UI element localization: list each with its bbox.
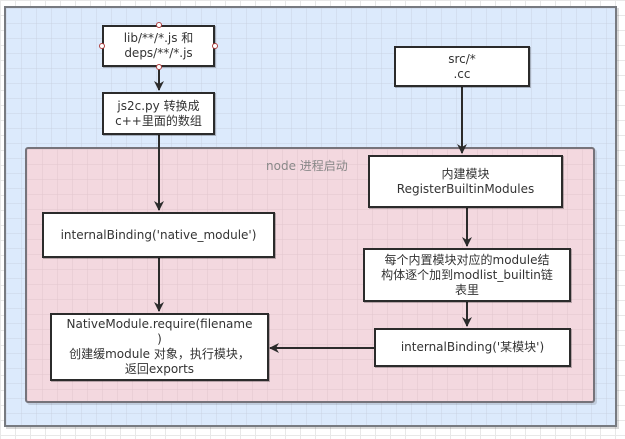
connection-handle-top[interactable]	[156, 22, 162, 28]
node-modlist-builtin[interactable]: 每个内置模块对应的module结 构体逐个加到modlist_builtin链 …	[363, 248, 571, 302]
node-source-js[interactable]: lib/**/*.js 和 deps/**/*.js	[102, 25, 215, 67]
node-text-line: RegisterBuiltinModules	[396, 181, 535, 196]
node-native-module-require[interactable]: NativeModule.require(filename ) 创建缓modul…	[50, 313, 269, 381]
node-text-line: NativeModule.require(filename	[66, 317, 253, 331]
node-text-line: c++里面的数组	[115, 113, 202, 128]
node-text-line: 内建模块	[441, 166, 490, 181]
node-builtin-modules[interactable]: 内建模块 RegisterBuiltinModules	[368, 155, 563, 208]
node-js2c[interactable]: js2c.py 转换成 c++里面的数组	[102, 92, 215, 135]
node-text-line: .cc	[453, 66, 471, 81]
connection-handle-right[interactable]	[212, 43, 218, 49]
node-text-line: lib/**/*.js 和	[123, 31, 194, 45]
node-text-line: 每个内置模块对应的module结	[384, 252, 550, 267]
node-text-line: 返回exports	[124, 362, 195, 376]
node-text-line: )	[157, 332, 162, 346]
node-internal-binding-native-module[interactable]: internalBinding('native_module')	[42, 212, 275, 258]
node-text-line: 构体逐个加到modlist_builtin链	[381, 267, 553, 282]
connection-handle-bottom[interactable]	[156, 64, 162, 70]
node-internal-binding-some-module[interactable]: internalBinding('某模块')	[374, 328, 571, 367]
connection-handle-left[interactable]	[99, 43, 105, 49]
node-src-cc[interactable]: src/* .cc	[394, 46, 530, 87]
node-text-line: src/*	[448, 51, 476, 66]
node-text-line: deps/**/*.js	[124, 46, 193, 60]
node-text-line: 创建缓module 对象，执行模块，	[69, 347, 250, 361]
node-text-line: js2c.py 转换成	[117, 98, 200, 113]
node-text-line: internalBinding('native_module')	[60, 227, 257, 242]
node-process-label: node 进程启动	[266, 159, 348, 173]
node-text-line: 表里	[454, 282, 479, 297]
node-text-line: internalBinding('某模块')	[400, 340, 545, 354]
